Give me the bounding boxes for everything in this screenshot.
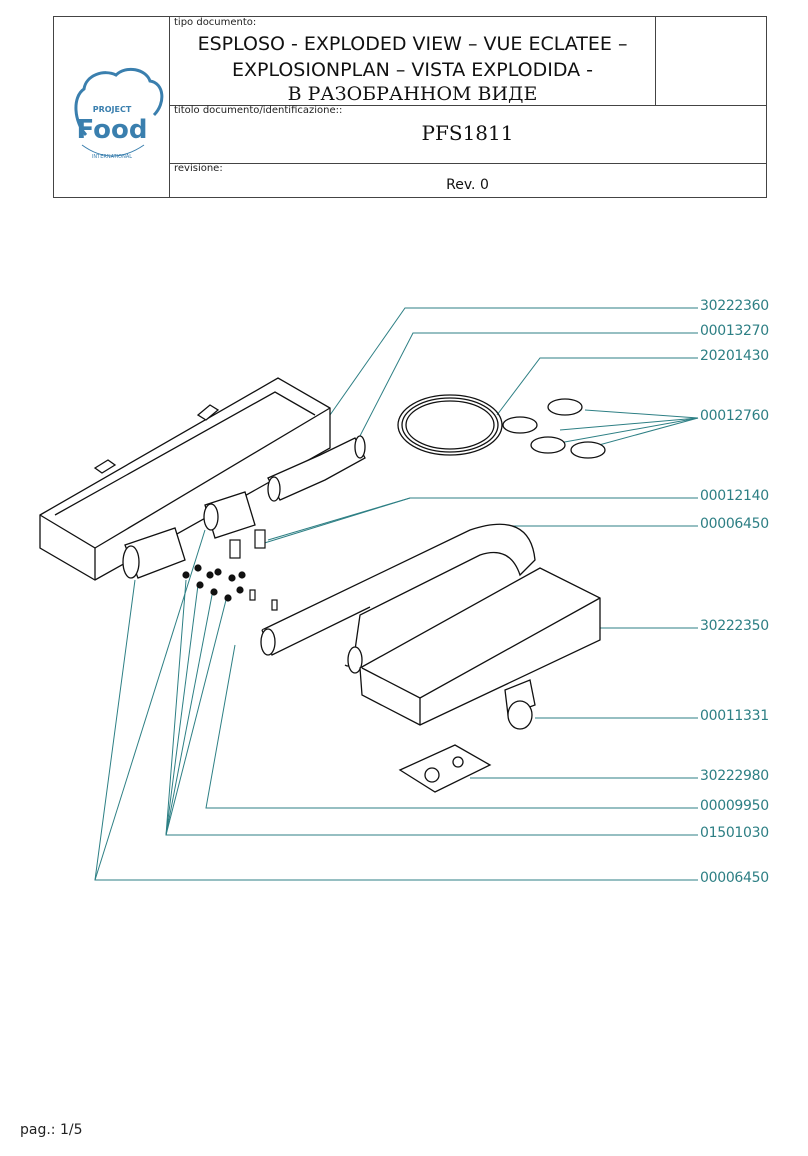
part-label: 00009950 — [700, 798, 769, 814]
doc-type-label: tipo documento: — [174, 17, 257, 28]
doc-type-row: tipo documento: ESPLOSO - EXPLODED VIEW … — [169, 17, 766, 106]
part-label: 30222350 — [700, 618, 769, 634]
title-line-3: В РАЗОБРАННОМ ВИДЕ — [287, 83, 538, 105]
part-label: 00006450 — [700, 870, 769, 886]
pipe-parts — [122, 435, 536, 674]
coil-tube — [397, 394, 503, 456]
fittings-and-screws — [182, 529, 278, 611]
part-label: 00012140 — [700, 488, 769, 504]
title-line-2: EXPLOSIONPLAN – VISTA EXPLODIDA - — [231, 59, 594, 81]
part-label: 00011331 — [700, 708, 769, 724]
revision-label: revisione: — [174, 163, 223, 174]
hose-clamps — [502, 398, 606, 459]
logo-text-international: INTERNATIONAL — [92, 154, 132, 160]
part-label: 20201430 — [700, 348, 769, 364]
project-food-logo: PROJECT Food INTERNATIONAL — [74, 67, 164, 160]
part-label: 00012760 — [700, 408, 769, 424]
part-label: 30222360 — [700, 298, 769, 314]
leader-lines — [94, 307, 699, 881]
revision-row: revisione: Rev. 0 — [169, 163, 766, 197]
revision-value: Rev. 0 — [446, 177, 489, 193]
gasket-plate — [398, 744, 492, 793]
part-label: 00013270 — [700, 323, 769, 339]
part-label: 30222980 — [700, 768, 769, 784]
left-frame-part — [39, 377, 331, 581]
title-line-1: ESPLOSO - EXPLODED VIEW – VUE ECLATEE – — [197, 33, 628, 55]
logo-cell: PROJECT Food INTERNATIONAL — [54, 17, 170, 197]
title-side-box — [655, 17, 766, 105]
doc-id: PFS1811 — [421, 121, 514, 145]
title-block: PROJECT Food INTERNATIONAL tipo document… — [53, 16, 767, 198]
doc-id-row: titolo documento/identificazione:: PFS18… — [169, 105, 766, 164]
page-number: pag.: 1/5 — [20, 1122, 83, 1138]
right-base-part — [359, 567, 601, 730]
part-label: 01501030 — [700, 825, 769, 841]
doc-title-label: titolo documento/identificazione:: — [174, 105, 343, 116]
logo-text-project: PROJECT — [93, 105, 132, 114]
logo-text-food: Food — [76, 115, 147, 145]
part-label: 00006450 — [700, 516, 769, 532]
